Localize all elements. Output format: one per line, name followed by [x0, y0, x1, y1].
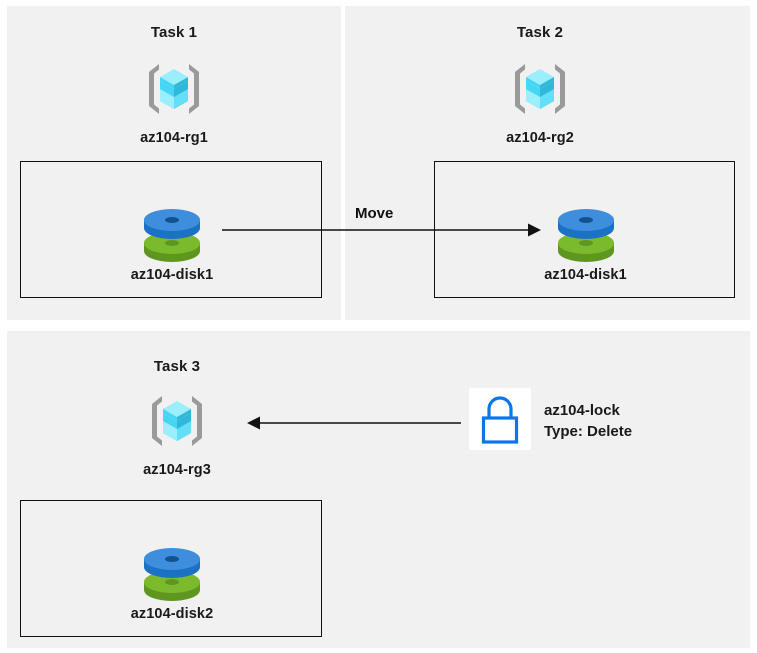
- panel-task-1: Task 1 a: [7, 6, 341, 320]
- resource-group-icon: [509, 58, 571, 120]
- disk-1-label: az104-disk1: [130, 267, 214, 283]
- lock-name: az104-lock: [544, 402, 620, 419]
- lock-type: Type: Delete: [544, 423, 633, 440]
- task-2-title: Task 2: [516, 24, 564, 41]
- resource-group-icon: [143, 58, 205, 120]
- resource-group-1-label: az104-rg1: [140, 130, 208, 146]
- resource-group-2-label: az104-rg2: [506, 130, 574, 146]
- resource-group-3-label: az104-rg3: [143, 462, 211, 478]
- move-arrow-label: Move: [355, 205, 394, 222]
- disk-3-label: az104-disk2: [130, 606, 214, 622]
- lock-info: az104-lock Type: Delete: [544, 400, 632, 442]
- panel-task-3: Task 3 az104-rg3: [7, 331, 750, 648]
- disk-2-label: az104-disk1: [544, 267, 627, 283]
- lock-icon: [469, 388, 531, 450]
- resource-box-task-2: az104-disk1: [434, 161, 735, 298]
- resource-box-task-3: az104-disk2: [20, 500, 322, 637]
- task-1-title: Task 1: [150, 24, 198, 41]
- task-3-title: Task 3: [153, 358, 201, 375]
- disk-icon: [553, 206, 619, 266]
- resource-group-icon: [146, 390, 208, 452]
- resource-box-task-1: az104-disk1: [20, 161, 322, 298]
- disk-icon: [139, 545, 205, 605]
- panel-task-2: Task 2 az104-rg2: [345, 6, 750, 320]
- disk-icon: [139, 206, 205, 266]
